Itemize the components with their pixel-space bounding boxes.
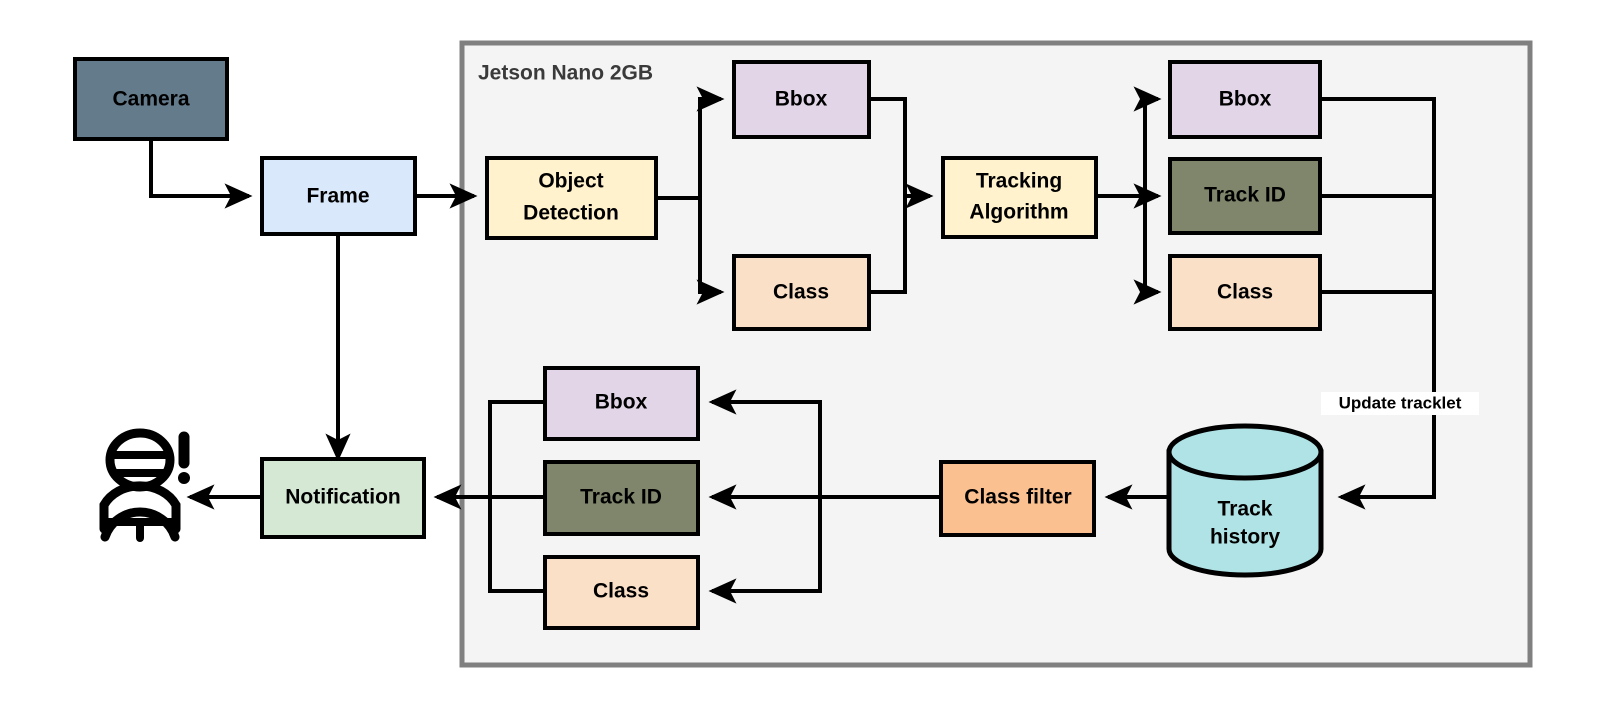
driver-body-icon: [99, 481, 181, 534]
node-class-filter-box[interactable]: [939, 460, 1096, 537]
node-object-detection-label-line2: Detection: [523, 202, 619, 225]
node-out-track-id-label: Track ID: [580, 486, 662, 509]
node-notification-box[interactable]: [260, 457, 426, 539]
node-class-filter-label: Class filter: [964, 486, 1071, 509]
driver-head-icon: [105, 428, 175, 492]
node-out-track-id-box[interactable]: [543, 460, 700, 536]
node-track-history-label-line2: history: [1210, 526, 1280, 549]
node-trk-bbox-label: Bbox: [1219, 88, 1272, 111]
node-out-class-label: Class: [593, 580, 649, 603]
node-det-class[interactable]: Class: [732, 254, 871, 331]
edge-label-update-tracklet-bg: [1321, 392, 1479, 415]
node-camera[interactable]: Camera: [73, 57, 229, 141]
node-notification[interactable]: Notification: [260, 457, 426, 539]
node-trk-bbox-box[interactable]: [1168, 60, 1322, 139]
jetson-container-label: Jetson Nano 2GB: [478, 62, 653, 85]
node-out-class[interactable]: Class: [543, 555, 700, 630]
node-tracking-algorithm-label-line2: Algorithm: [969, 201, 1068, 224]
node-track-history[interactable]: Track history: [1166, 423, 1324, 578]
node-trk-track-id-box[interactable]: [1168, 157, 1322, 235]
node-out-bbox[interactable]: Bbox: [543, 366, 700, 441]
edge-class-to-tracking: [869, 196, 907, 294]
node-tracking-algorithm[interactable]: Tracking Algorithm: [941, 156, 1098, 239]
node-object-detection[interactable]: Object Detection: [485, 156, 658, 240]
node-det-bbox-label: Bbox: [775, 88, 828, 111]
edge-tracking-to-class: [1133, 196, 1162, 305]
alert-exclamation-dot-icon: [178, 472, 190, 484]
node-track-history-body[interactable]: [1166, 449, 1324, 578]
node-det-class-box[interactable]: [732, 254, 871, 331]
node-trk-track-id[interactable]: Track ID: [1168, 157, 1322, 235]
node-det-class-label: Class: [773, 281, 829, 304]
steering-wheel-rim-icon: [100, 507, 180, 542]
edge-bbox-to-track-history: [1320, 97, 1436, 510]
node-camera-box[interactable]: [73, 57, 229, 141]
node-frame[interactable]: Frame: [260, 156, 417, 236]
node-trk-class[interactable]: Class: [1168, 254, 1322, 331]
edge-tracking-to-bbox: [1096, 86, 1162, 198]
node-out-class-box[interactable]: [543, 555, 700, 630]
edge-camera-to-frame: [149, 139, 253, 209]
edge-out-class-to-notification: [488, 497, 545, 593]
edge-out-bbox-to-notification: [433, 400, 545, 510]
node-det-bbox-box[interactable]: [732, 60, 871, 139]
node-out-bbox-label: Bbox: [595, 391, 648, 414]
edge-label-update-tracklet: Update tracklet: [1321, 392, 1479, 415]
node-object-detection-box[interactable]: [485, 156, 658, 240]
node-track-history-top: [1166, 423, 1324, 481]
edge-class-filter-to-out-class: [708, 497, 822, 604]
node-camera-label: Camera: [112, 88, 189, 111]
node-out-bbox-box[interactable]: [543, 366, 700, 441]
node-track-history-label-line1: Track: [1218, 498, 1273, 521]
edge-detection-to-bbox: [656, 86, 725, 200]
node-class-filter[interactable]: Class filter: [939, 460, 1096, 537]
node-trk-track-id-label: Track ID: [1204, 184, 1286, 207]
node-out-track-id[interactable]: Track ID: [543, 460, 700, 536]
node-trk-class-label: Class: [1217, 281, 1273, 304]
node-frame-label: Frame: [306, 185, 369, 208]
node-det-bbox[interactable]: Bbox: [732, 60, 871, 139]
edge-class-filter-to-out-bbox: [708, 389, 941, 499]
node-trk-bbox[interactable]: Bbox: [1168, 60, 1322, 139]
node-object-detection-label-line1: Object: [538, 170, 603, 193]
node-tracking-algorithm-box[interactable]: [941, 156, 1098, 239]
edge-detection-to-class: [696, 198, 725, 305]
node-tracking-algorithm-label-line1: Tracking: [976, 170, 1062, 193]
node-frame-box[interactable]: [260, 156, 417, 236]
node-notification-label: Notification: [285, 486, 401, 509]
edge-label-update-tracklet-text: Update tracklet: [1339, 393, 1462, 412]
driver-alert-icon: [99, 428, 190, 542]
edge-bbox-to-tracking: [869, 97, 934, 209]
node-trk-class-box[interactable]: [1168, 254, 1322, 331]
